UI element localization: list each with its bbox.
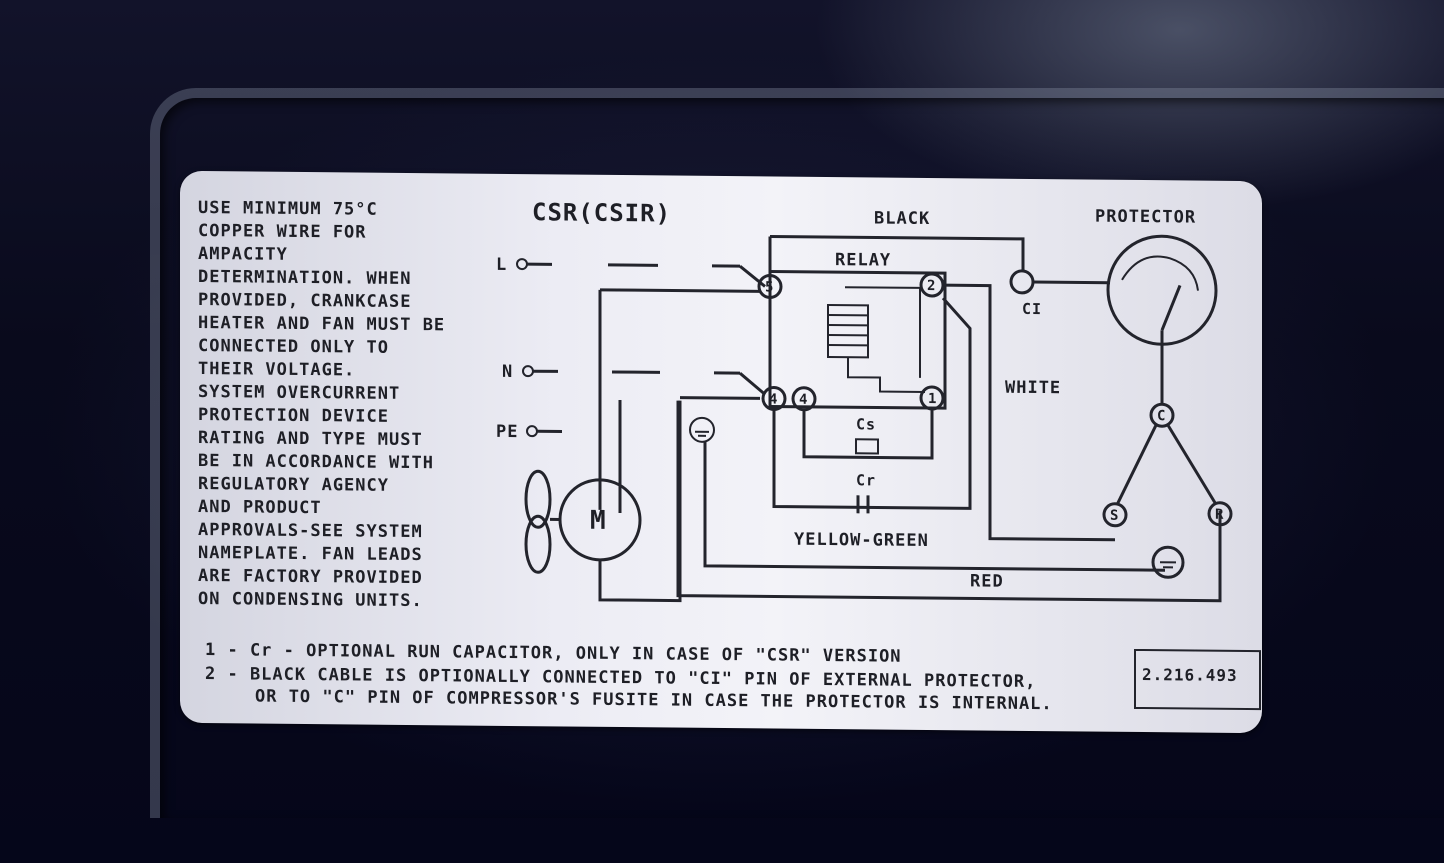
warning-line: HEATER AND FAN MUST BE (198, 313, 445, 335)
relay-pin-4b-label: 4 (799, 392, 808, 408)
part-number-box (1134, 648, 1261, 711)
cs-capacitor (855, 438, 879, 455)
warning-text-block: USE MINIMUM 75°C COPPER WIRE FOR AMPACIT… (198, 198, 445, 611)
relay-label: RELAY (835, 250, 891, 271)
warning-line: USE MINIMUM 75°C (198, 198, 378, 220)
cs-label: Cs (856, 415, 876, 433)
relay-pin-1-label: 1 (928, 391, 937, 407)
compressor-pin-r-label: R (1215, 507, 1224, 523)
wire (1033, 280, 1110, 285)
protector-element (1160, 284, 1182, 331)
warning-line: NAMEPLATE. FAN LEADS (198, 543, 423, 565)
relay-pin-2-label: 2 (927, 278, 936, 294)
warning-line: PROVIDED, CRANKCASE (198, 290, 411, 312)
wire (600, 288, 760, 293)
note-line-1: 1 - Cr - OPTIONAL RUN CAPACITOR, ONLY IN… (205, 640, 902, 667)
wiring-diagram-svg: USE MINIMUM 75°C COPPER WIRE FOR AMPACIT… (198, 198, 1261, 714)
warning-line: REGULATORY AGENCY (198, 474, 389, 496)
warning-line: AMPACITY (198, 244, 288, 265)
warning-line: COPPER WIRE FOR (198, 221, 367, 243)
cs-circuit (802, 409, 934, 460)
terminal-pe (526, 425, 538, 438)
wire (680, 396, 760, 400)
compressor-pin-s-label: S (1110, 508, 1119, 524)
ci-label: CI (1022, 300, 1042, 318)
relay-pin-4b (791, 386, 817, 412)
protector-ci-terminal (1009, 269, 1035, 295)
protector-arc (1121, 255, 1199, 291)
wire (772, 297, 972, 510)
switch-arm (739, 372, 766, 396)
white-wire (943, 283, 1115, 542)
compressor-ground (1151, 545, 1185, 579)
compressor-pin-c-label: C (1157, 408, 1166, 424)
cr-label: Cr (856, 471, 876, 489)
warning-line: RATING AND TYPE MUST (198, 428, 423, 450)
fan-blade (524, 514, 552, 574)
warning-line: AND PRODUCT (198, 497, 322, 518)
switch-arm (739, 265, 766, 288)
yellow-green-label: YELLOW-GREEN (794, 530, 929, 551)
compressor-pin-r (1207, 501, 1233, 527)
terminal-n (522, 365, 534, 378)
white-wire-label: WHITE (1005, 378, 1061, 399)
warning-line: DETERMINATION. WHEN (198, 267, 411, 289)
terminal-pe-label: PE (496, 422, 518, 442)
compressor-pin-c (1149, 402, 1175, 428)
relay-box (768, 269, 947, 410)
start-winding (1115, 424, 1158, 506)
relay-coil (827, 286, 925, 393)
panel-rim (150, 88, 1444, 818)
fan-blade (524, 469, 552, 529)
warning-line: APPROVALS-SEE SYSTEM (198, 520, 423, 542)
black-wire-label: BLACK (874, 208, 930, 229)
warning-line: CONNECTED ONLY TO (198, 336, 389, 358)
warning-line: ON CONDENSING UNITS. (198, 589, 423, 611)
diagram-title: CSR(CSIR) (532, 198, 671, 227)
red-wire-label: RED (970, 571, 1004, 591)
wire (598, 400, 682, 603)
fan-motor-label: M (590, 506, 607, 536)
wiring-diagram-label: USE MINIMUM 75°C COPPER WIRE FOR AMPACIT… (180, 170, 1262, 734)
black-wire (770, 234, 1025, 271)
relay-pin-5-label: 5 (765, 279, 774, 295)
terminal-n-label: N (502, 362, 513, 382)
run-winding (1166, 424, 1217, 504)
relay-pin-4a-label: 4 (769, 391, 778, 407)
part-number: 2.216.493 (1142, 665, 1238, 685)
warning-line: SYSTEM OVERCURRENT (198, 382, 400, 404)
terminal-l (516, 258, 528, 271)
warning-line: THEIR VOLTAGE. (198, 359, 355, 381)
warning-line: ARE FACTORY PROVIDED (198, 566, 423, 588)
yellow-green-wire (703, 441, 1165, 572)
protector-label: PROTECTOR (1095, 207, 1196, 228)
warning-line: PROTECTION DEVICE (198, 405, 389, 427)
compressor-pin-s (1102, 502, 1128, 528)
ground-symbol (689, 416, 715, 443)
warning-line: BE IN ACCORDANCE WITH (198, 451, 434, 473)
terminal-l-label: L (496, 255, 507, 275)
red-wire (676, 400, 1222, 603)
